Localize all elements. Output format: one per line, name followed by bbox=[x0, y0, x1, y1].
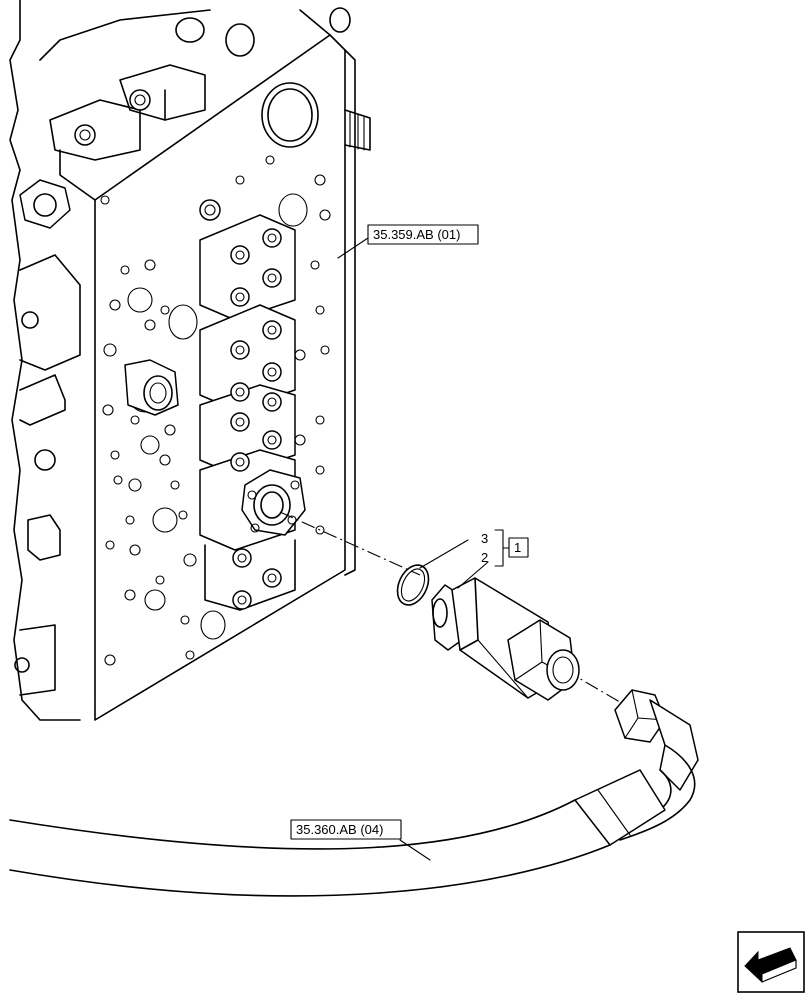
item-3-number: 3 bbox=[481, 531, 488, 546]
callout-item-3-2: 3 2 1 bbox=[419, 529, 529, 589]
relief-valve-cartridge bbox=[431, 577, 580, 701]
kit-number: 1 bbox=[514, 540, 521, 555]
assembly-axis-line bbox=[279, 511, 421, 576]
callout-valve-block: 35.359.AB (01) bbox=[337, 224, 479, 259]
callout-hose: 35.360.AB (04) bbox=[290, 819, 431, 861]
hose-reference: 35.360.AB (04) bbox=[296, 822, 383, 837]
item-2-number: 2 bbox=[481, 550, 488, 565]
control-valve-assembly bbox=[9, 0, 371, 721]
arrow-back-icon[interactable] bbox=[737, 931, 805, 993]
hose-assembly bbox=[9, 689, 699, 897]
o-ring bbox=[396, 564, 430, 606]
bolt-heads bbox=[74, 89, 282, 610]
hex-plug bbox=[124, 359, 179, 416]
valve-block-reference: 35.359.AB (01) bbox=[373, 227, 460, 242]
mounting-port bbox=[241, 469, 306, 536]
